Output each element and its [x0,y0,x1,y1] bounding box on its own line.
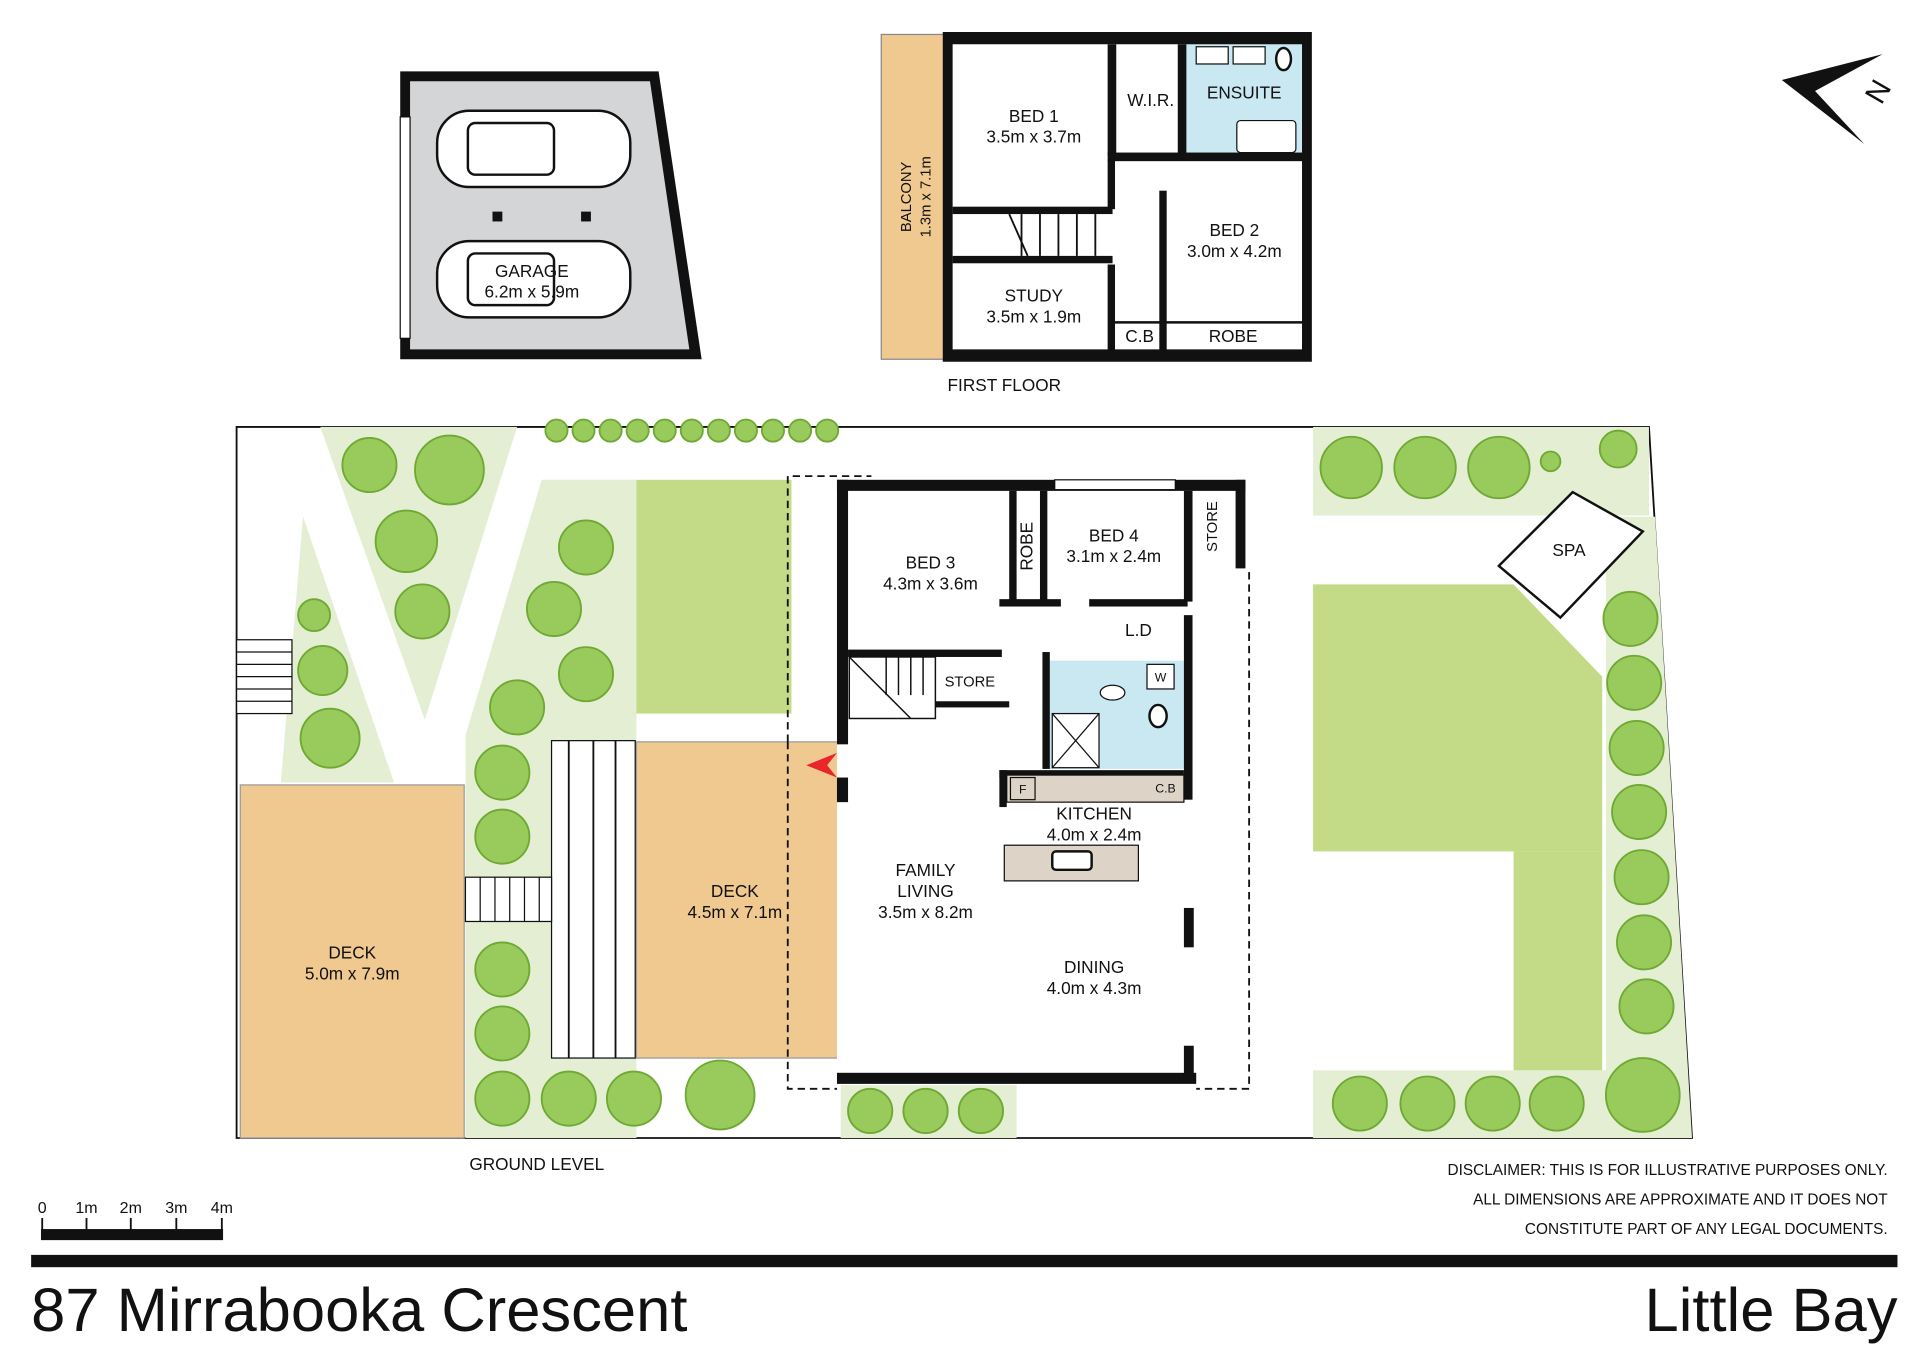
north-arrow-icon: N [1781,54,1898,144]
balcony-label: BALCONY [899,161,915,232]
bed3-size: 4.3m x 3.6m [883,573,978,593]
store-top-label: STORE [1205,501,1221,552]
bed2-label: BED 2 [1209,220,1259,240]
scale-tick: 1m [75,1200,97,1217]
dining-size: 4.0m x 4.3m [1047,978,1142,998]
first-floor-title: FIRST FLOOR [948,375,1062,395]
bed4-label: BED 4 [1089,525,1139,545]
deck-mid-label: DECK [711,881,759,901]
cb-ground-label: C.B [1155,781,1176,795]
kitchen-label: KITCHEN [1056,803,1132,823]
bed3-label: BED 3 [906,552,956,572]
bed1-label: BED 1 [1009,106,1059,126]
kitchen-size: 4.0m x 2.4m [1047,824,1142,844]
address-title: 87 Mirrabooka Crescent [31,1276,687,1345]
ld-label: L.D [1125,620,1152,640]
wir-label: W.I.R. [1127,90,1174,110]
living-label: LIVING [897,881,953,901]
ensuite-label: ENSUITE [1207,82,1282,102]
balcony-size: 1.3m x 7.1m [918,156,934,237]
w-label: W [1155,671,1167,685]
garage-size: 6.2m x 5.9m [484,282,579,302]
dining-label: DINING [1064,957,1124,977]
deck-mid-size: 4.5m x 7.1m [687,902,782,922]
scale-tick: 2m [120,1200,142,1217]
disclaimer-line: DISCLAIMER: THIS IS FOR ILLUSTRATIVE PUR… [1448,1162,1888,1179]
cb-label: C.B [1125,326,1154,346]
garage: GARAGE 6.2m x 5.9m [399,71,702,360]
bed1-size: 3.5m x 3.7m [986,127,1081,147]
family-size: 3.5m x 8.2m [878,902,973,922]
suburb-title: Little Bay [1645,1276,1898,1345]
scale-tick: 3m [165,1200,187,1217]
north-label: N [1859,74,1898,109]
store-stairs-label: STORE [945,674,996,690]
bed2-size: 3.0m x 4.2m [1187,241,1282,261]
divider [31,1254,1898,1268]
scale-tick: 0 [38,1200,47,1217]
fridge-label: F [1019,783,1027,797]
study-size: 3.5m x 1.9m [986,306,1081,326]
car-icon [435,109,632,319]
spa-label: SPA [1552,540,1586,560]
first-floor: BALCONY 1.3m x 7.1m BED 1 3.5m x 3.7m W.… [880,31,1312,395]
tree-icons [297,418,1681,1135]
disclaimer-line: ALL DIMENSIONS ARE APPROXIMATE AND IT DO… [1473,1191,1888,1208]
scale-bar: 0 1m 2m 3m 4m [38,1200,233,1241]
ground-level-title: GROUND LEVEL [469,1154,604,1174]
disclaimer-line: CONSTITUTE PART OF ANY LEGAL DOCUMENTS. [1525,1221,1888,1238]
disclaimer: DISCLAIMER: THIS IS FOR ILLUSTRATIVE PUR… [1448,1162,1889,1238]
ground-level: SPA [235,418,1693,1174]
garage-label: GARAGE [495,261,569,281]
robe-ground-label: ROBE [1017,522,1037,571]
deck-left-size: 5.0m x 7.9m [305,963,400,983]
entry-arrow-icon [806,752,837,778]
deck-left-label: DECK [328,942,376,962]
robe-label: ROBE [1209,326,1258,346]
bed4-size: 3.1m x 2.4m [1066,546,1161,566]
family-label: FAMILY [896,860,956,880]
study-label: STUDY [1005,285,1064,305]
scale-tick: 4m [211,1200,233,1217]
